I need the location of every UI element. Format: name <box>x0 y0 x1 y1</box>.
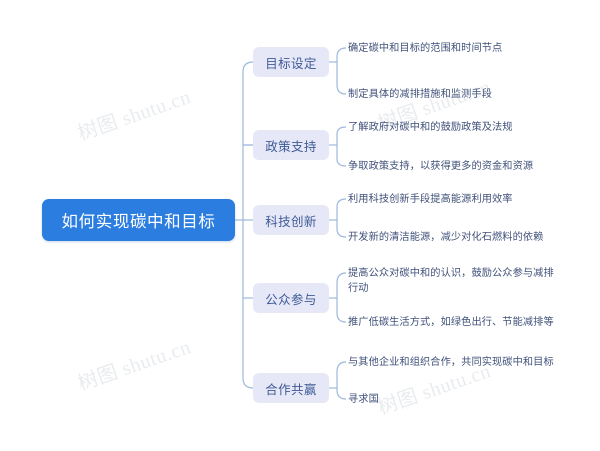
topic-label: 公众参与 <box>265 292 317 307</box>
leaf-node[interactable]: 寻求国 <box>348 394 379 405</box>
topic-label: 合作共赢 <box>265 382 317 397</box>
topic-node-tech-innovation[interactable]: 科技创新 <box>253 205 329 235</box>
leaf-node[interactable]: 争取政策支持，以获得更多的资金和资源 <box>348 161 534 172</box>
leaf-node[interactable]: 了解政府对碳中和的鼓励政策及法规 <box>348 122 513 133</box>
leaf-node[interactable]: 与其他企业和组织合作，共同实现碳中和目标 <box>348 357 554 368</box>
root-node-label: 如何实现碳中和目标 <box>61 213 216 231</box>
topic-node-goal-setting[interactable]: 目标设定 <box>253 47 329 77</box>
leaf-node[interactable]: 确定碳中和目标的范围和时间节点 <box>348 43 503 54</box>
leaf-node[interactable]: 开发新的清洁能源，减少对化石燃料的依赖 <box>348 232 544 243</box>
leaf-node[interactable]: 提高公众对碳中和的认识，鼓励公众参与减排行动 <box>348 268 554 294</box>
leaf-node[interactable]: 制定具体的减排措施和监测手段 <box>348 89 493 100</box>
watermark: 树图 shutu.cn <box>75 86 194 146</box>
topic-node-policy-support[interactable]: 政策支持 <box>253 130 329 160</box>
watermark: 树图 shutu.cn <box>75 336 194 396</box>
topic-label: 科技创新 <box>265 214 317 229</box>
root-node[interactable]: 如何实现碳中和目标 <box>42 199 235 241</box>
leaf-node[interactable]: 利用科技创新手段提高能源利用效率 <box>348 194 513 205</box>
topic-node-win-win-cooperation[interactable]: 合作共赢 <box>253 373 329 403</box>
topic-label: 目标设定 <box>265 56 317 71</box>
leaf-node[interactable]: 推广低碳生活方式，如绿色出行、节能减排等 <box>348 317 554 328</box>
topic-label: 政策支持 <box>265 139 317 154</box>
topic-node-public-participation[interactable]: 公众参与 <box>253 283 329 313</box>
